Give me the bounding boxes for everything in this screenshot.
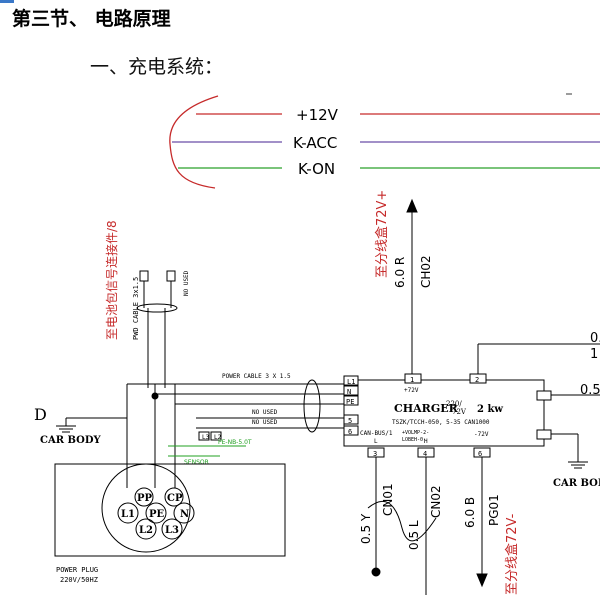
bus-bundle-curve (169, 95, 219, 189)
pe-wire-label: PE-NB-5.0T (218, 439, 252, 446)
charger-pin-1: 1 (410, 376, 414, 384)
car-body-left-label: CAR BODY (40, 435, 102, 446)
bus-label-12v: +12V (296, 106, 339, 124)
can-wiring (367, 457, 488, 595)
charger-right-wiring (477, 343, 600, 469)
cn02-label: CN02 (429, 485, 443, 518)
charger-title: CHARGER (394, 402, 459, 415)
pg01-label: PG01 (487, 494, 501, 526)
wire-pg01-label: 6.0 B (463, 497, 477, 528)
rear-connector-tag: NO USED (183, 270, 190, 296)
ch02-label: CH02 (419, 255, 433, 288)
plug-pin-cp: CP (167, 493, 183, 504)
plug-pin-pp: PP (137, 493, 153, 504)
car-body-right-label: CAR BODY (553, 478, 600, 489)
charger-pin-5: 5 (348, 417, 352, 425)
plug-pin-l2: L2 (139, 525, 153, 536)
charger-pin-l1: L1 (347, 378, 355, 386)
pwd-cable-label: PWD CABLE 3x1.5 (132, 277, 140, 340)
plug-pin-pe: PE (149, 509, 165, 520)
sensor-wire-label: SENSOR (184, 459, 209, 466)
charger-v72-label: +72V (404, 387, 419, 394)
charger-model: TSZK/TCCH-050, 5-35 CAN1000 (392, 419, 490, 426)
pdu-positive-label: 至分线盒72V+ (374, 190, 390, 278)
charger-power: 2 kw (477, 404, 503, 415)
page-corner-mark (0, 0, 14, 3)
charger-v72b-label: -72V (474, 431, 489, 438)
charger-volt-b: LOBEH-0- (402, 437, 426, 443)
charger-pin-2: 2 (475, 376, 479, 384)
charger-pin-4: 4 (423, 450, 427, 458)
pin-l2: L2 (214, 434, 222, 441)
ground-d-label: D (34, 405, 47, 424)
subsection-title: 一、充电系统： (90, 56, 224, 78)
pdu-negative-label: 至分线盒72V- (504, 513, 520, 595)
charger-rating-top: 220/ (446, 400, 462, 408)
pe-wire (168, 445, 246, 457)
power-plug-label: POWER PLUG (56, 566, 98, 574)
plug-pin-n: N (180, 509, 189, 520)
wire-cn01-label: 0.5 Y (359, 513, 373, 544)
wire-ch02-label: 6.0 R (393, 257, 407, 288)
bus-label-acc: K-ACC (293, 134, 337, 152)
rear-connector (136, 270, 178, 388)
no-used-label-2: NO USED (252, 419, 278, 426)
right-mid-label: 0.5 (580, 383, 600, 398)
cn01-label: CN01 (381, 483, 395, 516)
charger-pin-6-bottom: 6 (478, 450, 482, 458)
bus-label-on: K-ON (298, 160, 335, 178)
power-plug (54, 463, 286, 557)
left-ground-symbol (56, 417, 127, 433)
power-bus (169, 93, 600, 189)
charger-box (343, 373, 552, 458)
charger-pin-n: N (347, 388, 351, 396)
charger-pin-l-label: L (374, 438, 378, 445)
right-top-label-1: 0. (590, 331, 600, 346)
plug-cables (126, 379, 344, 488)
charger-can-line: CAN-BUS/1 (360, 430, 393, 437)
plug-pin-l3: L3 (165, 525, 179, 536)
charger-pin-6: 6 (348, 428, 352, 436)
wire-cn02-label: 0.5 L (407, 520, 421, 550)
pin-l3: L3 (202, 434, 210, 441)
charger-pin-h-label: H (424, 438, 428, 445)
right-top-label-2: 1 (590, 347, 598, 362)
charger-volt-a: +VOLMP-2- (402, 430, 429, 436)
power-cable-label: POWER CABLE 3 X 1.5 (222, 373, 291, 380)
charger-rating-bottom: 72V (452, 408, 467, 416)
ch02-feed (406, 198, 418, 380)
section-title: 第三节、 电路原理 (12, 8, 171, 30)
no-used-label-1: NO USED (252, 409, 278, 416)
battery-signal-label: 至电池包信号连接件/8 (104, 220, 119, 340)
charger-pin-pe: PE (346, 398, 354, 406)
charging-system-schematic: +12V K-ACC K-ON 至分线盒72V+ 6.0 R CH02 至电池包… (34, 93, 600, 595)
charger-pin-3: 3 (373, 450, 377, 458)
plug-pin-l1: L1 (121, 509, 135, 520)
power-plug-spec: 220V/50HZ (60, 576, 98, 584)
